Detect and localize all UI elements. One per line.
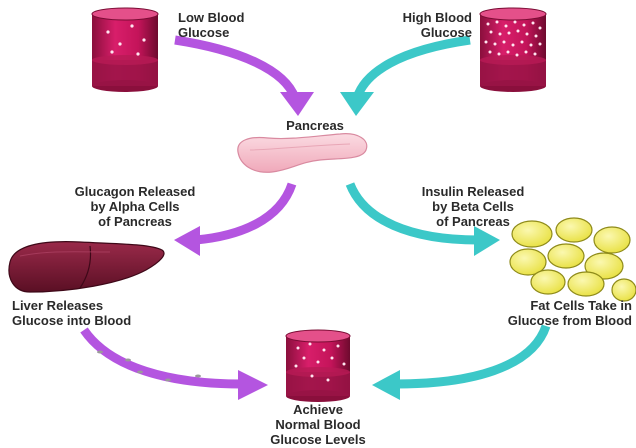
high-label-line1: High Blood bbox=[348, 10, 472, 25]
arrow-low-to-pancreas bbox=[175, 40, 314, 116]
low-label-line2: Glucose bbox=[178, 25, 244, 40]
normal-label-line2: Normal Blood bbox=[238, 417, 398, 432]
arrow-high-to-pancreas bbox=[340, 40, 470, 116]
low-blood-glucose-label: Low Blood Glucose bbox=[178, 10, 244, 40]
insulin-label-line1: Insulin Released bbox=[378, 184, 568, 199]
fat-label-line2: Glucose from Blood bbox=[406, 313, 632, 328]
insulin-label-line2: by Beta Cells bbox=[378, 199, 568, 214]
insulin-label: Insulin Released by Beta Cells of Pancre… bbox=[378, 184, 568, 229]
pancreas-label-text: Pancreas bbox=[252, 118, 378, 133]
insulin-label-line3: of Pancreas bbox=[378, 214, 568, 229]
fat-cells-icon bbox=[510, 218, 636, 301]
low-label-line1: Low Blood bbox=[178, 10, 244, 25]
glucagon-label-line3: of Pancreas bbox=[40, 214, 230, 229]
glucagon-label-line1: Glucagon Released bbox=[40, 184, 230, 199]
liver-label-line1: Liver Releases bbox=[12, 298, 131, 313]
normal-label-line3: Glucose Levels bbox=[238, 432, 398, 447]
normal-label-line1: Achieve bbox=[238, 402, 398, 417]
high-blood-glucose-label: High Blood Glucose bbox=[348, 10, 472, 40]
blood-vessel-normal-glucose-icon bbox=[286, 330, 350, 402]
blood-vessel-high-glucose-icon bbox=[480, 8, 546, 92]
arrow-liver-to-normal bbox=[84, 330, 268, 400]
fat-label-line1: Fat Cells Take in bbox=[406, 298, 632, 313]
blood-vessel-low-glucose-icon bbox=[92, 8, 158, 92]
liver-label-line2: Glucose into Blood bbox=[12, 313, 131, 328]
normal-glucose-label: Achieve Normal Blood Glucose Levels bbox=[238, 402, 398, 447]
fat-cells-label: Fat Cells Take in Glucose from Blood bbox=[406, 298, 632, 328]
glucagon-label: Glucagon Released by Alpha Cells of Panc… bbox=[40, 184, 230, 229]
pancreas-label: Pancreas bbox=[252, 118, 378, 133]
high-label-line2: Glucose bbox=[348, 25, 472, 40]
arrow-fat-to-normal bbox=[372, 326, 546, 400]
liver-label: Liver Releases Glucose into Blood bbox=[12, 298, 131, 328]
pancreas-icon bbox=[238, 134, 367, 173]
liver-icon bbox=[9, 242, 164, 292]
glucagon-label-line2: by Alpha Cells bbox=[40, 199, 230, 214]
